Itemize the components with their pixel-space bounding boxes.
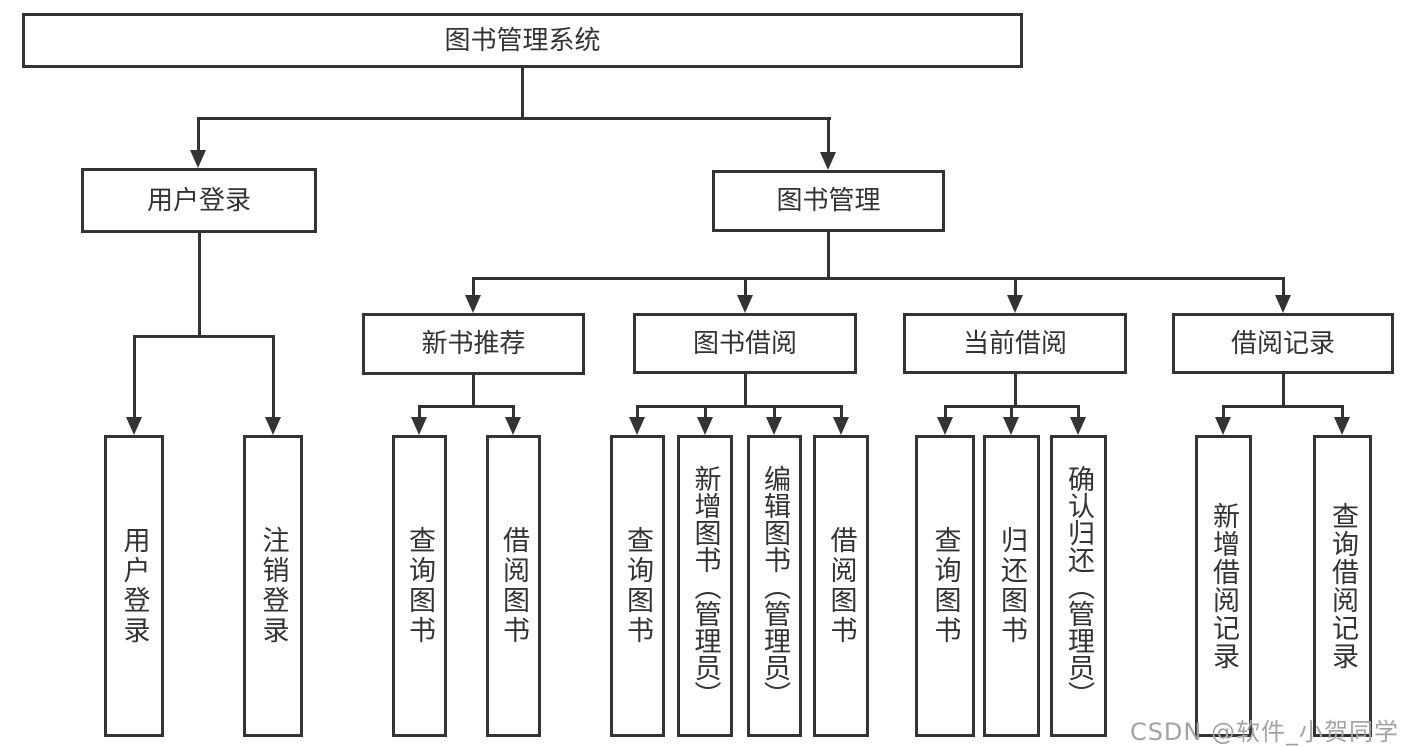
arrowhead-new-book-rec (465, 295, 481, 313)
node-user-login-branch: 用户登录 (81, 168, 317, 233)
arrowhead (833, 417, 849, 435)
node-borrow-records: 借阅记录 (1172, 313, 1394, 374)
arrowhead (411, 417, 427, 435)
connector-current-borrow-stub (1014, 374, 1017, 405)
arrowhead (697, 417, 713, 435)
arrowhead (1003, 417, 1019, 435)
connector-drop-user-login (197, 117, 200, 150)
arrowhead (629, 417, 645, 435)
connector-drop (944, 405, 947, 417)
connector-user-login-bus (133, 335, 274, 338)
leaf-query-borrow-record: 查询借阅记录 (1313, 435, 1372, 737)
connector-drop-current-borrow (1014, 277, 1017, 295)
connector-level2-bus (198, 117, 831, 120)
connector-drop (636, 405, 639, 417)
connector-level3-bus (472, 277, 1284, 280)
arrowhead (1334, 417, 1350, 435)
leaf-recommend-borrow-books: 借阅图书 (486, 435, 541, 737)
connector-drop (704, 405, 707, 417)
arrowhead-borrow-records (1275, 295, 1291, 313)
node-book-borrow: 图书借阅 (633, 313, 857, 374)
connector-drop (1341, 405, 1344, 417)
leaf-confirm-return-admin: 确认归还（管理员） (1050, 435, 1107, 737)
connector-user-login-stub (198, 233, 201, 335)
connector-records-bus (1222, 405, 1344, 408)
arrowhead (505, 417, 521, 435)
connector-book-mgmt-stub (827, 232, 830, 277)
leaf-logout: 注销登录 (243, 435, 303, 737)
connector-drop (418, 405, 421, 417)
node-current-borrow: 当前借阅 (903, 313, 1127, 374)
node-root: 图书管理系统 (22, 13, 1023, 68)
node-book-management-branch: 图书管理 (712, 170, 945, 232)
arrowhead (937, 417, 953, 435)
connector-drop-leaf-logout (272, 335, 275, 417)
csdn-watermark: CSDN @软件_小贺同学 (1129, 718, 1399, 746)
connector-new-book-rec-stub (472, 375, 475, 405)
connector-root-stub (521, 68, 524, 117)
arrowhead (1070, 417, 1086, 435)
connector-book-borrow-stub (744, 374, 747, 405)
leaf-borrow-query-books: 查询图书 (610, 435, 665, 737)
connector-drop (1077, 405, 1080, 417)
connector-drop-new-book-rec (472, 277, 475, 295)
arrowhead-leaf-user-login (126, 417, 142, 435)
arrowhead (1215, 417, 1231, 435)
connector-drop-book-mgmt (827, 117, 830, 152)
connector-drop (1222, 405, 1225, 417)
connector-drop-book-borrow (744, 277, 747, 295)
leaf-borrow-books: 借阅图书 (813, 435, 869, 737)
connector-book-borrow-bus (636, 405, 842, 408)
leaf-add-borrow-record: 新增借阅记录 (1195, 435, 1252, 737)
connector-drop (1010, 405, 1013, 417)
connector-recommend-bus (418, 405, 514, 408)
arrowhead-user-login (190, 150, 206, 168)
leaf-user-login: 用户登录 (104, 435, 164, 737)
node-new-book-recommend: 新书推荐 (362, 313, 585, 375)
leaf-add-books-admin: 新增图书（管理员） (677, 435, 733, 737)
connector-drop (773, 405, 776, 417)
connector-drop (840, 405, 843, 417)
arrowhead (766, 417, 782, 435)
arrowhead-current-borrow (1007, 295, 1023, 313)
leaf-return-books: 归还图书 (983, 435, 1040, 737)
connector-borrow-records-stub (1282, 374, 1285, 405)
arrowhead-leaf-logout (265, 417, 281, 435)
leaf-recommend-query-books: 查询图书 (392, 435, 447, 737)
leaf-edit-books-admin: 编辑图书（管理员） (747, 435, 802, 737)
connector-drop-borrow-records (1282, 277, 1285, 295)
leaf-current-query-books: 查询图书 (915, 435, 975, 737)
arrowhead-book-mgmt (820, 152, 836, 170)
connector-drop (512, 405, 515, 417)
arrowhead-book-borrow (737, 295, 753, 313)
connector-drop-leaf-user-login (133, 335, 136, 417)
